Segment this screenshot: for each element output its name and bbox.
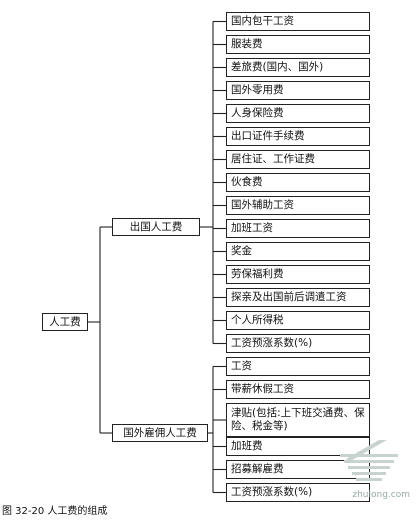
leaf-node: 出口证件手续费 — [226, 127, 370, 146]
leaf-node: 工资预涨系数(%) — [226, 334, 370, 353]
leaf-node: 津贴(包括:上下班交通费、保险、税金等) — [226, 403, 370, 437]
leaf-node: 国外零用费 — [226, 81, 370, 100]
leaf-node: 招募解雇费 — [226, 460, 370, 479]
leaf-node: 工资预涨系数(%) — [226, 483, 370, 502]
leaf-node: 加班费 — [226, 437, 370, 456]
leaf-node: 劳保福利费 — [226, 265, 370, 284]
leaf-node: 人身保险费 — [226, 104, 370, 123]
leaf-node: 国外辅助工资 — [226, 196, 370, 215]
leaf-node: 奖金 — [226, 242, 370, 261]
watermark-text: zhulong.com — [352, 490, 410, 500]
leaf-node: 带薪休假工资 — [226, 380, 370, 399]
leaf-node: 差旅费(国内、国外) — [226, 58, 370, 77]
root-node: 人工费 — [42, 313, 88, 331]
leaf-node: 国内包干工资 — [226, 12, 370, 31]
leaf-node: 加班工资 — [226, 219, 370, 238]
leaf-node: 服装费 — [226, 35, 370, 54]
figure-caption: 图 32-20 人工费的组成 — [2, 506, 108, 517]
branch-node-overseas-staff: 出国人工费 — [112, 218, 200, 236]
leaf-node: 个人所得税 — [226, 311, 370, 330]
watermark-logo — [340, 440, 398, 481]
leaf-node: 探亲及出国前后调遣工资 — [226, 288, 370, 307]
leaf-node: 工资 — [226, 357, 370, 376]
leaf-node: 居住证、工作证费 — [226, 150, 370, 169]
branch-node-local-hire: 国外雇佣人工费 — [112, 424, 208, 442]
leaf-node: 伙食费 — [226, 173, 370, 192]
